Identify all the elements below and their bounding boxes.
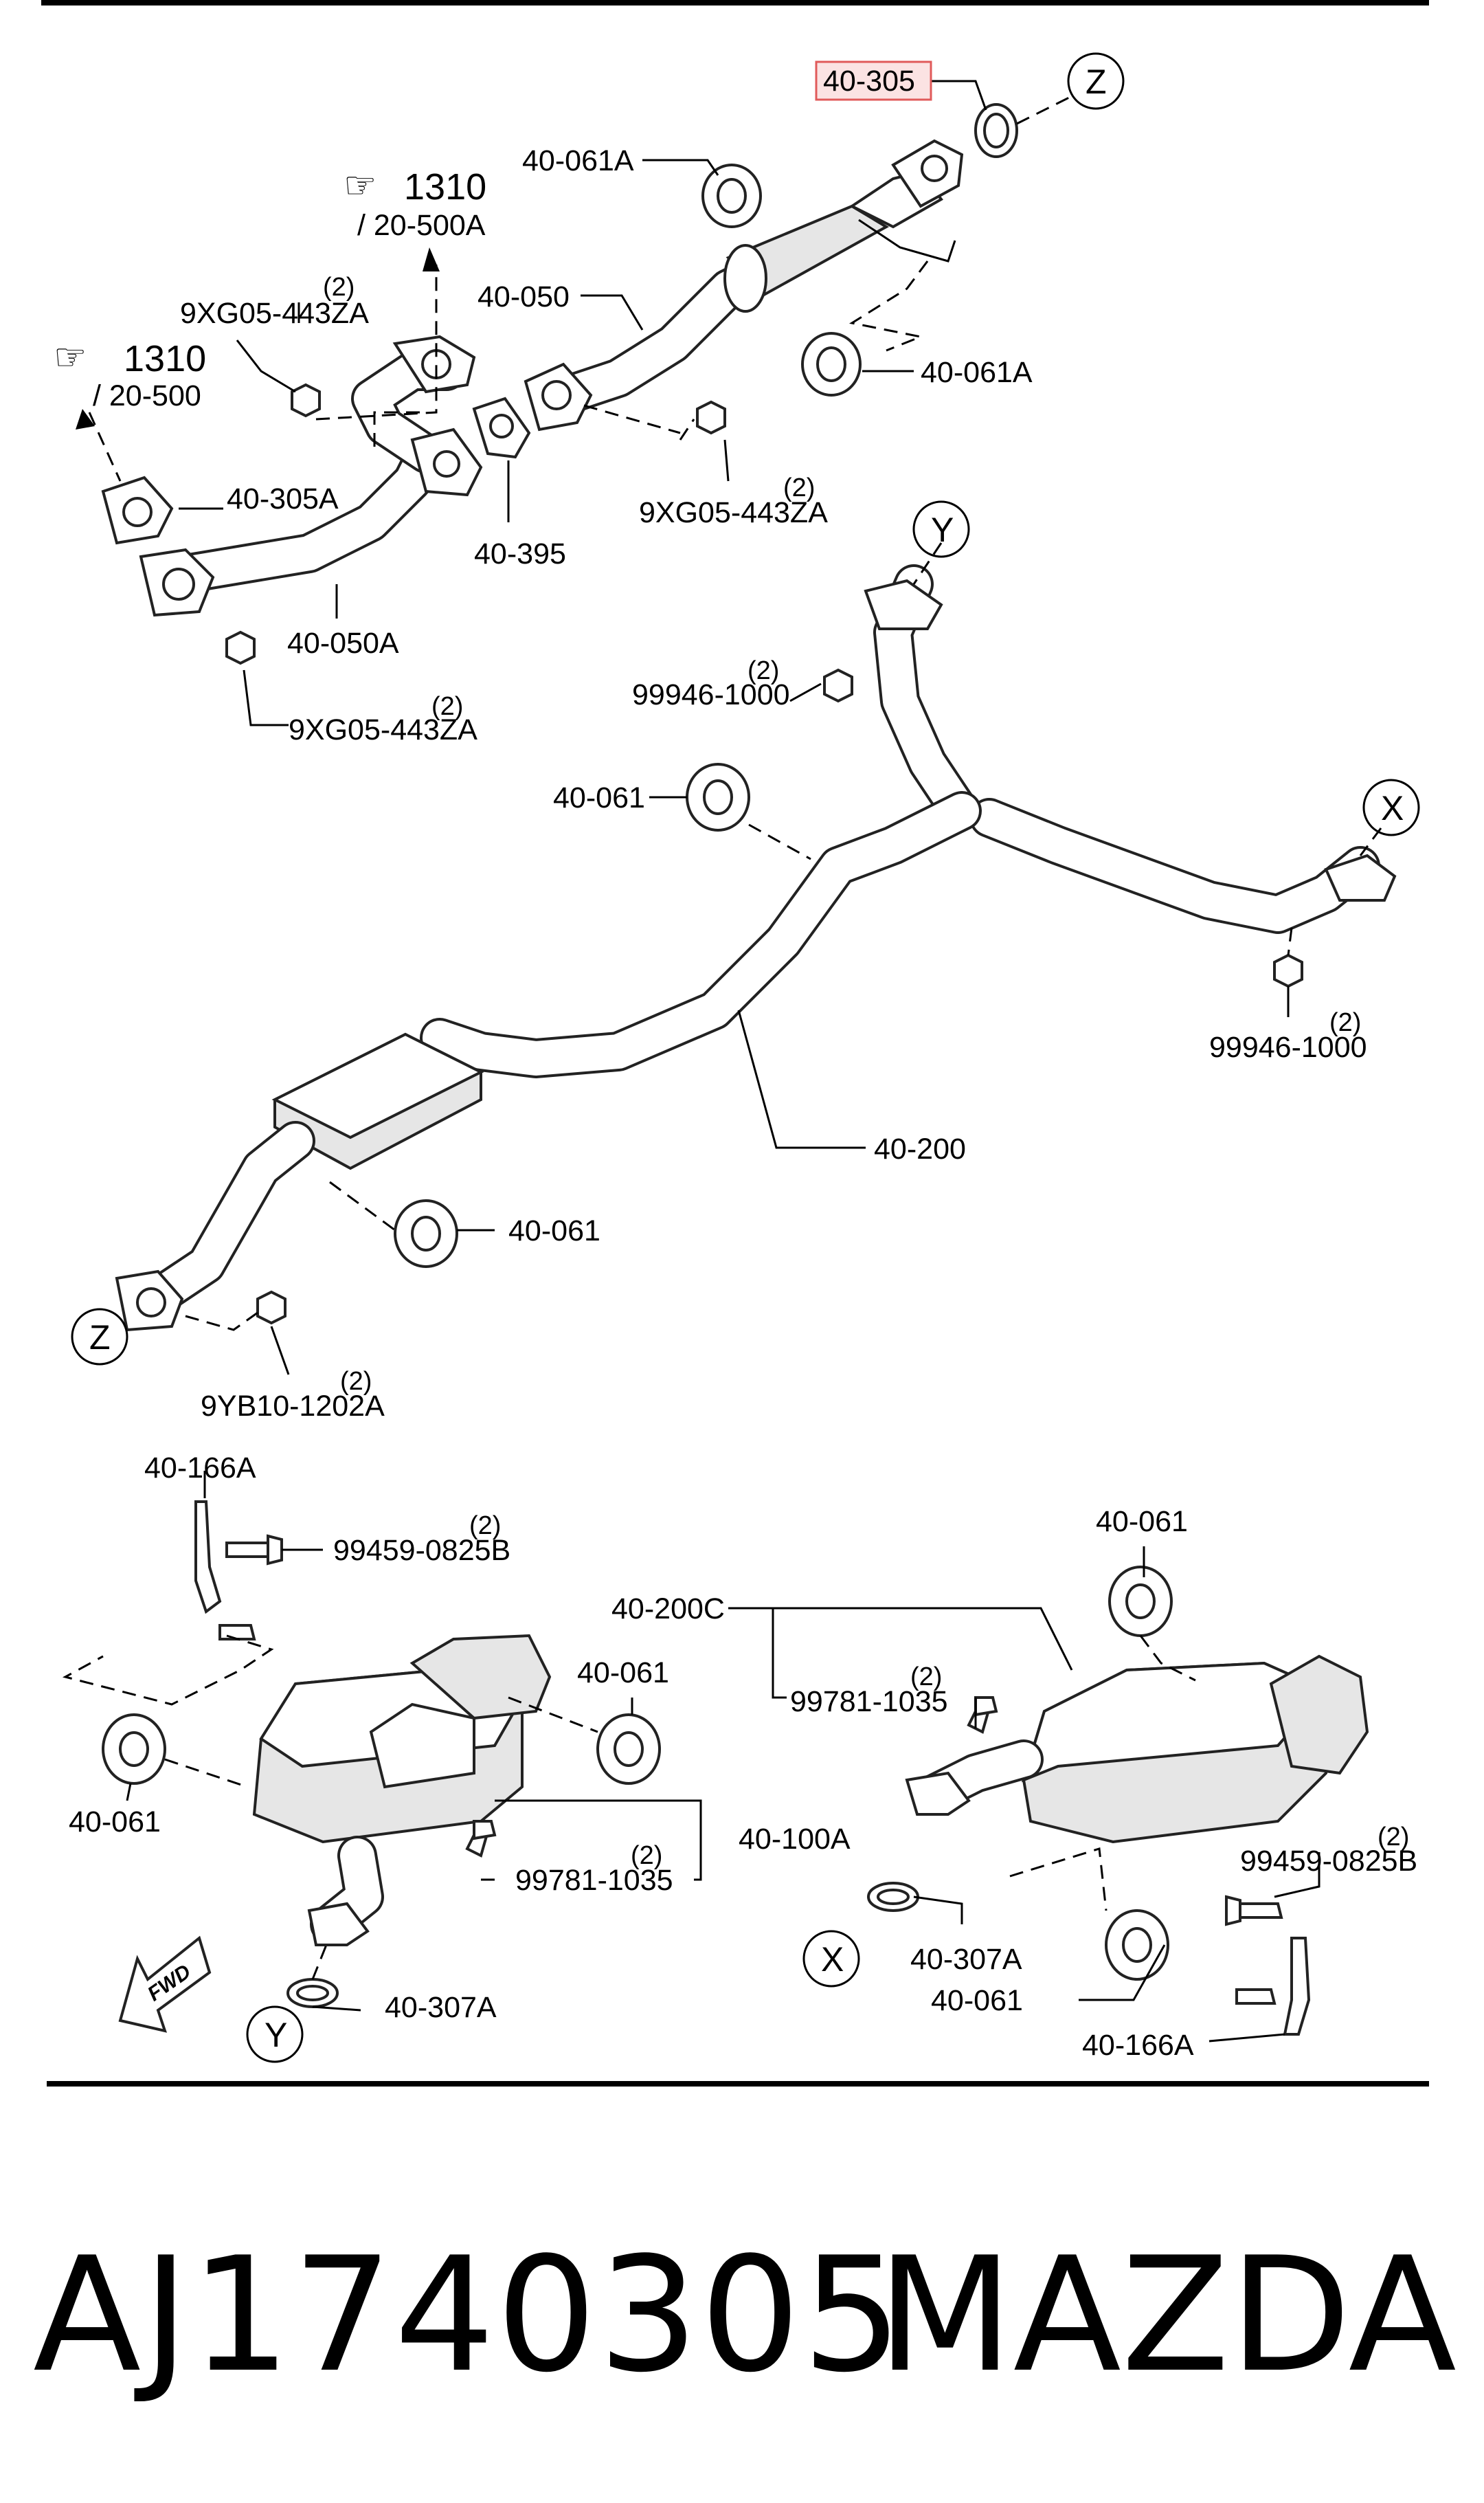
part-labels: 40-305 40-061A 40-050 40-061A 9XG05-443Z…: [69, 65, 1417, 2062]
brand-name: MAZDA: [877, 2224, 1457, 2407]
ref-arrow-a: [423, 247, 440, 271]
leaders-section-3: [62, 1471, 1320, 2043]
label-40-061-b[interactable]: 40-061: [508, 1214, 600, 1247]
qty-mark: (2): [469, 1511, 501, 1540]
connector-y-top: Y: [931, 511, 954, 549]
qty-mark: (2): [1378, 1823, 1409, 1851]
reference-pointers: ☞ 1310 / 20-500A ☞ 1310 / 20-500: [54, 165, 486, 412]
ref-a-subtitle[interactable]: / 20-500A: [357, 209, 486, 242]
part-number: AJ1740305: [33, 2224, 904, 2407]
mid-pipe-assembly: [115, 564, 1397, 1332]
connector-markers: Z Z Y Y X X: [71, 52, 1420, 2063]
label-99781-1035-a[interactable]: 99781-1035: [515, 1864, 673, 1897]
front-pipe-assembly: [101, 103, 1018, 665]
label-40-100A[interactable]: 40-100A: [739, 1823, 851, 1856]
label-40-050A[interactable]: 40-050A: [287, 627, 399, 660]
label-9XG05-443ZA-a[interactable]: 9XG05-443ZA: [180, 297, 369, 330]
pointing-hand-icon: ☞: [344, 165, 376, 206]
ref-a-number[interactable]: 1310: [404, 166, 486, 208]
qty-mark: (2): [1329, 1008, 1361, 1037]
ref-b-number[interactable]: 1310: [124, 338, 206, 379]
label-40-307A-right[interactable]: 40-307A: [910, 1943, 1022, 1976]
label-40-061A-right[interactable]: 40-061A: [921, 356, 1033, 389]
label-40-061-e[interactable]: 40-061: [1096, 1505, 1188, 1538]
bottom-rule: [47, 2081, 1429, 2087]
connector-x-bottom: X: [821, 1940, 844, 1979]
leaders-section-2: [185, 542, 1382, 1375]
label-40-061-c[interactable]: 40-061: [577, 1656, 669, 1689]
rear-muffler-left: [102, 1500, 661, 2033]
label-99946-1000-b[interactable]: 99946-1000: [1209, 1031, 1367, 1064]
qty-mark: (2): [340, 1367, 372, 1396]
label-40-200[interactable]: 40-200: [874, 1133, 966, 1166]
ref-b-subtitle[interactable]: / 20-500: [93, 379, 201, 412]
label-40-061-f[interactable]: 40-061: [931, 1984, 1023, 2017]
label-9XG05-443ZA-b[interactable]: 9XG05-443ZA: [639, 496, 828, 529]
label-99781-1035-b[interactable]: 99781-1035: [790, 1685, 948, 1718]
rear-muffler-right: [867, 1566, 1369, 2036]
top-rule: [41, 0, 1429, 5]
qty-mark: (2): [323, 273, 355, 302]
label-40-200C[interactable]: 40-200C: [611, 1592, 725, 1625]
label-40-166A-right[interactable]: 40-166A: [1082, 2029, 1194, 2062]
leaders-section-1: [88, 80, 1072, 726]
connector-y-bottom: Y: [265, 2016, 287, 2054]
connector-z-top: Z: [1086, 63, 1107, 101]
qty-mark: (2): [910, 1662, 942, 1691]
connector-z-bottom: Z: [89, 1318, 111, 1357]
label-99459-0825B-a[interactable]: 99459-0825B: [333, 1534, 510, 1567]
qty-mark: (2): [783, 474, 815, 502]
label-99946-1000-a[interactable]: 99946-1000: [632, 678, 790, 711]
label-40-061-d[interactable]: 40-061: [69, 1805, 161, 1838]
label-99459-0825B-b[interactable]: 99459-0825B: [1240, 1845, 1417, 1878]
label-40-050[interactable]: 40-050: [477, 280, 570, 313]
label-40-307A-left[interactable]: 40-307A: [385, 1991, 497, 2024]
quantity-marks: (2) (2) (2) (2) (2) (2) (2) (2) (2) (2): [323, 273, 1409, 1870]
connector-x-top: X: [1381, 789, 1404, 827]
label-40-061-a[interactable]: 40-061: [553, 781, 645, 814]
label-9YB10-1202A[interactable]: 9YB10-1202A: [201, 1390, 385, 1423]
qty-mark: (2): [431, 692, 463, 721]
label-40-305A[interactable]: 40-305A: [227, 482, 339, 515]
pointing-hand-icon: ☞: [54, 337, 87, 378]
ref-arrow-b: [76, 409, 95, 430]
label-40-061A-top[interactable]: 40-061A: [522, 144, 634, 177]
label-40-305[interactable]: 40-305: [823, 65, 915, 98]
label-40-166A-left[interactable]: 40-166A: [144, 1451, 256, 1484]
label-40-395[interactable]: 40-395: [474, 537, 566, 570]
label-9XG05-443ZA-c[interactable]: 9XG05-443ZA: [289, 713, 477, 746]
qty-mark: (2): [747, 656, 779, 685]
highlight-box-40-305: [815, 60, 932, 101]
qty-mark: (2): [631, 1841, 662, 1870]
